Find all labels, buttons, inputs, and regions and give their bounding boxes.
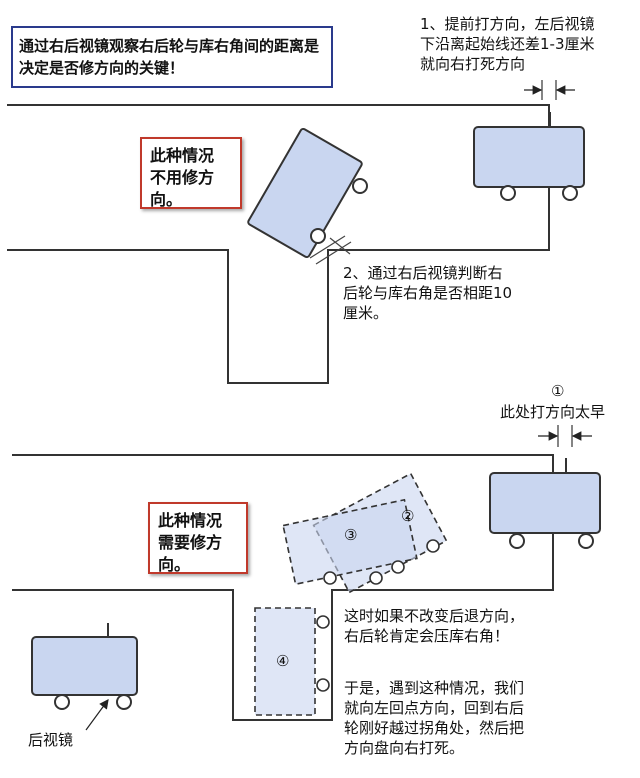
marker-3: ③ bbox=[344, 526, 358, 544]
top-note: 通过右后视镜观察右后轮与库右角间的距离是决定是否修方向的关键！ bbox=[11, 26, 333, 88]
dashed-car-3 bbox=[282, 498, 418, 586]
bottom-start-car bbox=[489, 458, 601, 549]
note-press: 这时如果不改变后退方向， 右后轮肯定会压库右角！ bbox=[344, 607, 525, 645]
early-note: 此处打方向太早 bbox=[500, 403, 606, 421]
box-no-adjust: 此种情况 不用修方 向。 bbox=[140, 137, 242, 209]
box-needs-adjust: 此种情况 需要修方 向。 bbox=[148, 502, 248, 574]
step2-text: 2、通过右后视镜判断右 后轮与库右角是否相距10 厘米。 bbox=[343, 264, 513, 322]
top-garage-outline bbox=[7, 104, 550, 384]
marker-4: ④ bbox=[276, 652, 290, 670]
dashed-car-4 bbox=[254, 607, 316, 716]
top-start-car bbox=[473, 112, 585, 201]
note-fix: 于是，遇到这种情况，我们 就向左回点方向，回到右后 轮刚好越过拐角处，然后把 方… bbox=[344, 679, 525, 757]
mirror-car bbox=[31, 623, 138, 710]
top-rotated-car bbox=[247, 127, 363, 259]
top-rotated-wheel-upper bbox=[352, 178, 368, 194]
mirror-label: 后视镜 bbox=[28, 731, 74, 749]
step1-text: 1、提前打方向，左后视镜 下沿离起始线还差1-3厘米 就向右打死方向 bbox=[420, 15, 595, 73]
marker-1: ① bbox=[551, 382, 565, 400]
marker-2: ② bbox=[401, 507, 415, 525]
top-rotated-wheel-lower bbox=[310, 228, 326, 244]
